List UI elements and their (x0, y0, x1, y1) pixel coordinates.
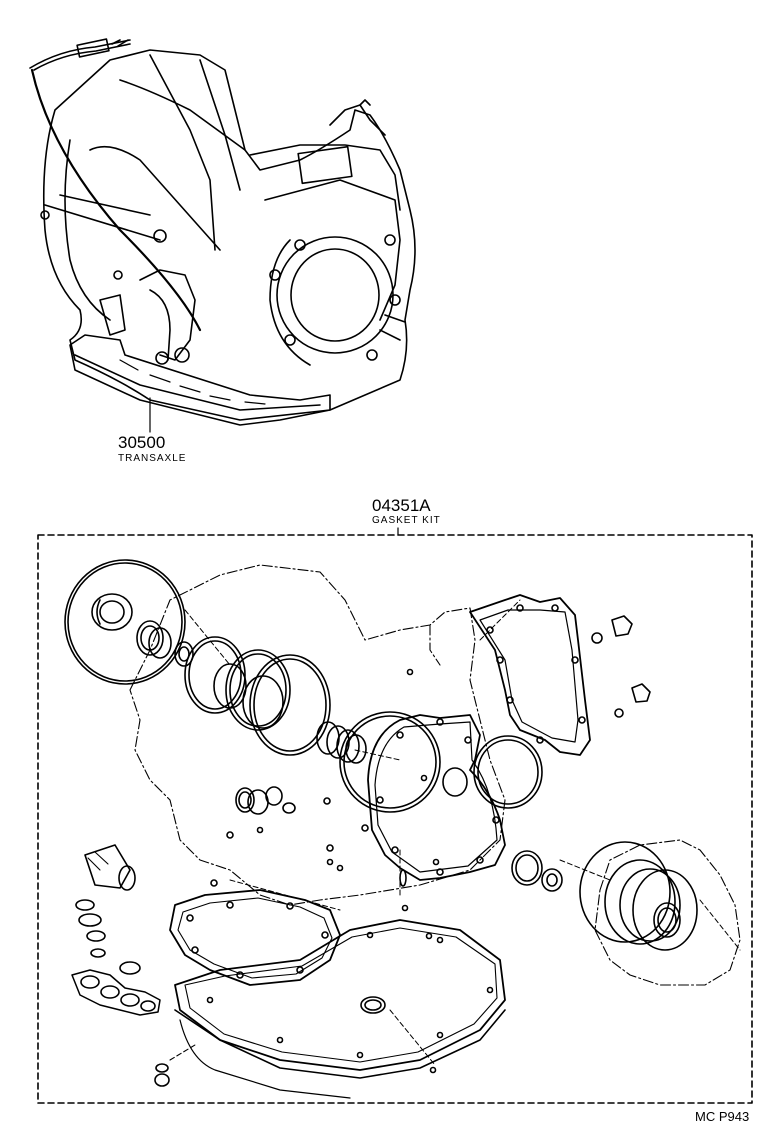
transaxle-illustration (29, 38, 416, 433)
diagram-code: MC P943 (695, 1109, 750, 1124)
gasket-kit-part-number: 04351A (372, 496, 431, 515)
transaxle-part-number: 30500 (118, 433, 166, 452)
gasket-kit-frame (37, 534, 753, 1104)
gasket-kit-name: GASKET KIT (372, 515, 441, 526)
gasket-kit-illustration (64, 559, 741, 1099)
transaxle-name: TRANSAXLE (118, 453, 187, 464)
